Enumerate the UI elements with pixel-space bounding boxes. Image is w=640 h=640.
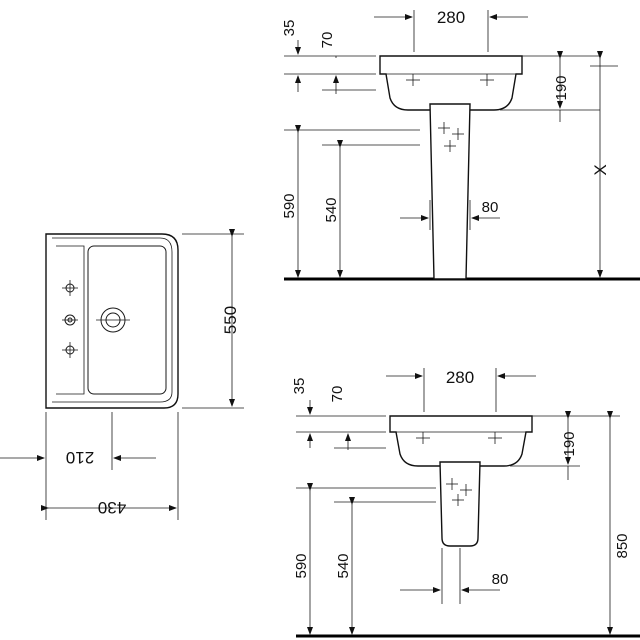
dim-overflow-height: 70 xyxy=(329,386,346,403)
tap-hole-icon xyxy=(488,432,502,444)
drain-icon xyxy=(96,307,130,333)
dim-total-height: 590 xyxy=(293,553,310,578)
siphon-cover xyxy=(439,461,481,547)
top-view: 550 210 430 xyxy=(0,229,244,520)
tap-hole-icon xyxy=(62,280,78,296)
dim-mount-height: 850 xyxy=(614,533,631,558)
dim-top-width: 280 xyxy=(446,368,474,387)
dim-overflow-height: 70 xyxy=(319,32,336,49)
pedestal-column xyxy=(429,103,471,280)
tap-hole-icon xyxy=(416,432,430,444)
basin-top-rim xyxy=(52,237,173,403)
dim-total-height: 590 xyxy=(281,193,298,218)
dim-outlet-width: 80 xyxy=(482,199,499,216)
waste-fitting-icon xyxy=(438,122,464,152)
waste-fitting-icon xyxy=(446,478,472,506)
dim-rim-height: 35 xyxy=(281,20,298,37)
dim-rim-height: 35 xyxy=(291,378,308,395)
dim-top-width: 280 xyxy=(437,8,465,27)
dim-bowl-height: 190 xyxy=(553,75,570,100)
basin-top-outline xyxy=(45,233,179,409)
dim-mount-height: X xyxy=(591,164,610,175)
dim-outlet-width: 80 xyxy=(492,571,509,588)
dim-bowl-height: 190 xyxy=(561,431,578,456)
dim-tap-offset: 210 xyxy=(66,448,94,467)
tap-hole-icon xyxy=(62,342,78,358)
dim-depth: 550 xyxy=(221,306,240,334)
pedestal-view: 280 35 70 590 540 190 X xyxy=(281,8,640,281)
dim-outlet-height: 540 xyxy=(323,197,340,222)
wall-view: 280 35 70 590 540 190 850 80 xyxy=(291,368,640,638)
basin-bowl xyxy=(87,245,167,395)
tap-hole-icon xyxy=(62,314,78,326)
tap-deck xyxy=(56,245,85,395)
basin-front xyxy=(379,55,523,111)
tap-hole-icon xyxy=(406,74,420,86)
dim-outlet-height: 540 xyxy=(335,553,352,578)
dim-width-total: 430 xyxy=(98,498,126,517)
tap-hole-icon xyxy=(480,74,494,86)
basin-front xyxy=(389,415,533,467)
